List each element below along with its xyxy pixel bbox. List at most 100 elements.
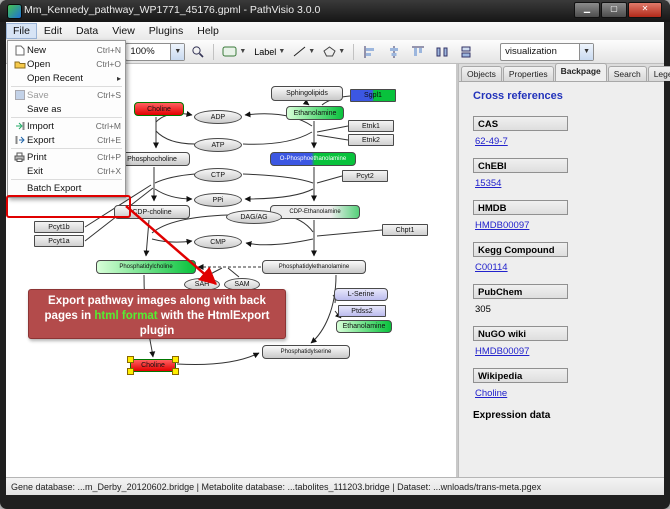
submenu-arrow-icon: ▸ <box>116 73 121 83</box>
pathway-node-ctp[interactable]: CTP <box>194 168 242 182</box>
side-panel: Objects Properties Backpage Search Legen… <box>458 63 670 477</box>
minimize-button[interactable]: ▁ <box>574 2 600 18</box>
align-left-button[interactable] <box>359 42 381 62</box>
pathway-node-cmp[interactable]: CMP <box>194 235 242 249</box>
xref-link[interactable]: 62-49-7 <box>475 136 508 147</box>
tab-properties[interactable]: Properties <box>502 66 554 81</box>
pathway-node-cdp-choline[interactable]: CDP-choline <box>114 205 190 219</box>
toolbar-separator <box>213 43 215 60</box>
backpage-content: Cross references CAS 62-49-7 ChEBI 15354… <box>459 82 664 421</box>
pathway-node-ppi[interactable]: PPi <box>194 193 242 207</box>
menu-bar: File Edit Data View Plugins Help <box>6 22 664 41</box>
close-button[interactable]: ✕ <box>628 2 662 18</box>
chevron-down-icon[interactable]: ▼ <box>170 43 185 60</box>
menu-help[interactable]: Help <box>197 25 219 37</box>
label-tool-button[interactable]: Label ▼ <box>251 42 288 62</box>
pathway-node-phosphatidylcholine[interactable]: Phosphatidylcholine <box>96 260 196 274</box>
menu-separator <box>11 148 122 149</box>
line-tool-button[interactable]: ▼ <box>290 42 318 62</box>
maximize-button[interactable]: ▢ <box>601 2 627 18</box>
pathway-node-pcyt1a[interactable]: Pcyt1a <box>34 235 84 247</box>
pathway-node-choline-top[interactable]: Choline <box>134 102 184 116</box>
distribute-icon <box>436 47 448 56</box>
pathway-node-ethanolamine-mid[interactable]: Ethanolamine <box>336 320 392 333</box>
pathway-node-sgpl1[interactable]: Sgpl1 <box>350 89 396 102</box>
xref-section-nugo: NuGO wiki HMDB00097 <box>473 326 664 357</box>
xref-link[interactable]: HMDB00097 <box>475 346 530 357</box>
menu-separator <box>11 86 122 87</box>
selection-handle[interactable] <box>127 368 134 375</box>
datanode-tool-button[interactable]: ▼ <box>219 42 249 62</box>
pathway-node-phosphatidylserine[interactable]: Phosphatidylserine <box>262 345 350 359</box>
tab-search[interactable]: Search <box>607 66 647 81</box>
file-menu-open-recent[interactable]: Open Recent ▸ <box>27 72 121 84</box>
menu-edit[interactable]: Edit <box>43 25 63 37</box>
chevron-down-icon: ▼ <box>338 48 346 55</box>
tab-legend[interactable]: Legend <box>647 66 670 81</box>
file-menu-exit[interactable]: Exit Ctrl+X <box>27 165 121 177</box>
pathway-node-cdp-ethanolamine[interactable]: CDP-Ethanolamine <box>270 205 360 219</box>
pathway-node-l-serine[interactable]: L-Serine <box>334 288 388 301</box>
pathway-node-choline-selected[interactable]: Choline <box>127 356 179 375</box>
pathway-node-o-phosphoethanolamine[interactable]: O-Phosphoethanolamine <box>270 152 356 166</box>
file-menu-open[interactable]: Open Ctrl+O <box>8 57 125 71</box>
menu-view[interactable]: View <box>112 25 135 37</box>
pathway-node-atp[interactable]: ATP <box>194 138 242 152</box>
xref-link[interactable]: C00114 <box>475 262 508 273</box>
menu-file[interactable]: File <box>6 23 37 39</box>
xref-link[interactable]: HMDB00097 <box>475 220 530 231</box>
file-menu-export[interactable]: Export Ctrl+E <box>8 133 125 147</box>
title-bar[interactable]: Mm_Kennedy_pathway_WP1771_45176.gpml - P… <box>0 0 670 22</box>
pathway-node-chpt1[interactable]: Chpt1 <box>382 224 428 236</box>
pathway-node-adp[interactable]: ADP <box>194 110 242 124</box>
menu-separator <box>11 117 122 118</box>
selection-handle[interactable] <box>172 368 179 375</box>
file-menu-print[interactable]: Print Ctrl+P <box>8 150 125 164</box>
align-center-button[interactable] <box>383 42 405 62</box>
menu-data[interactable]: Data <box>76 25 99 37</box>
main-area: Sphingolipids Sgpl1 Choline Ethanolamine… <box>6 63 670 477</box>
tab-backpage[interactable]: Backpage <box>554 63 607 81</box>
pathway-node-etnk1[interactable]: Etnk1 <box>348 120 394 132</box>
xref-link[interactable]: Choline <box>475 388 508 399</box>
shape-tool-button[interactable]: ▼ <box>320 42 348 62</box>
align-top-button[interactable] <box>407 42 429 62</box>
file-menu: New Ctrl+N Open Ctrl+O Open Recent ▸ Sav… <box>7 40 126 198</box>
distribute-button[interactable] <box>431 42 453 62</box>
pathway-node-phosphatidylethanolamine[interactable]: Phosphatidylethanolamine <box>262 260 366 274</box>
pathway-node-ptdss2[interactable]: Ptdss2 <box>338 305 386 317</box>
printer-icon <box>12 152 27 162</box>
selection-handle[interactable] <box>127 356 134 363</box>
pathway-node-etnk2[interactable]: Etnk2 <box>348 134 394 146</box>
xref-section-pubchem: PubChem 305 <box>473 284 664 315</box>
zoom-combobox[interactable]: 100% ▼ <box>125 42 186 61</box>
callout-text-part2: with the HtmlExport plugin <box>139 309 270 337</box>
chevron-down-icon[interactable]: ▼ <box>579 43 594 60</box>
zoom-fit-button[interactable] <box>186 42 208 62</box>
pathway-node-sphingolipids[interactable]: Sphingolipids <box>271 86 343 101</box>
xref-title: CAS <box>473 116 568 131</box>
selection-handle[interactable] <box>172 356 179 363</box>
callout-text-highlight: html format <box>94 309 158 322</box>
pathway-node-ethanolamine-top[interactable]: Ethanolamine <box>286 106 344 120</box>
tab-objects[interactable]: Objects <box>461 66 502 81</box>
file-menu-save-as[interactable]: Save as <box>27 103 62 115</box>
file-menu-batch-export[interactable]: Batch Export <box>27 182 82 194</box>
xref-link[interactable]: 15354 <box>475 178 502 189</box>
visualization-combobox[interactable]: visualization ▼ <box>500 42 595 61</box>
chevron-down-icon: ▼ <box>278 48 286 55</box>
pathway-node-pcyt1b[interactable]: Pcyt1b <box>34 221 84 233</box>
pathway-node-dag-ag[interactable]: DAG/AG <box>226 210 282 224</box>
file-menu-save[interactable]: Save Ctrl+S <box>8 88 125 102</box>
stack-button[interactable] <box>455 42 477 62</box>
cross-references-heading: Cross references <box>473 90 563 102</box>
panel-splitter[interactable] <box>456 64 458 477</box>
file-menu-import[interactable]: Import Ctrl+M <box>8 119 125 133</box>
align-center-icon <box>390 45 399 58</box>
annotation-callout: Export pathway images along with back pa… <box>28 289 286 339</box>
xref-title: ChEBI <box>473 158 568 173</box>
pathway-node-pcyt2[interactable]: Pcyt2 <box>342 170 388 182</box>
menu-plugins[interactable]: Plugins <box>148 25 184 37</box>
file-menu-new[interactable]: New Ctrl+N <box>8 43 125 57</box>
